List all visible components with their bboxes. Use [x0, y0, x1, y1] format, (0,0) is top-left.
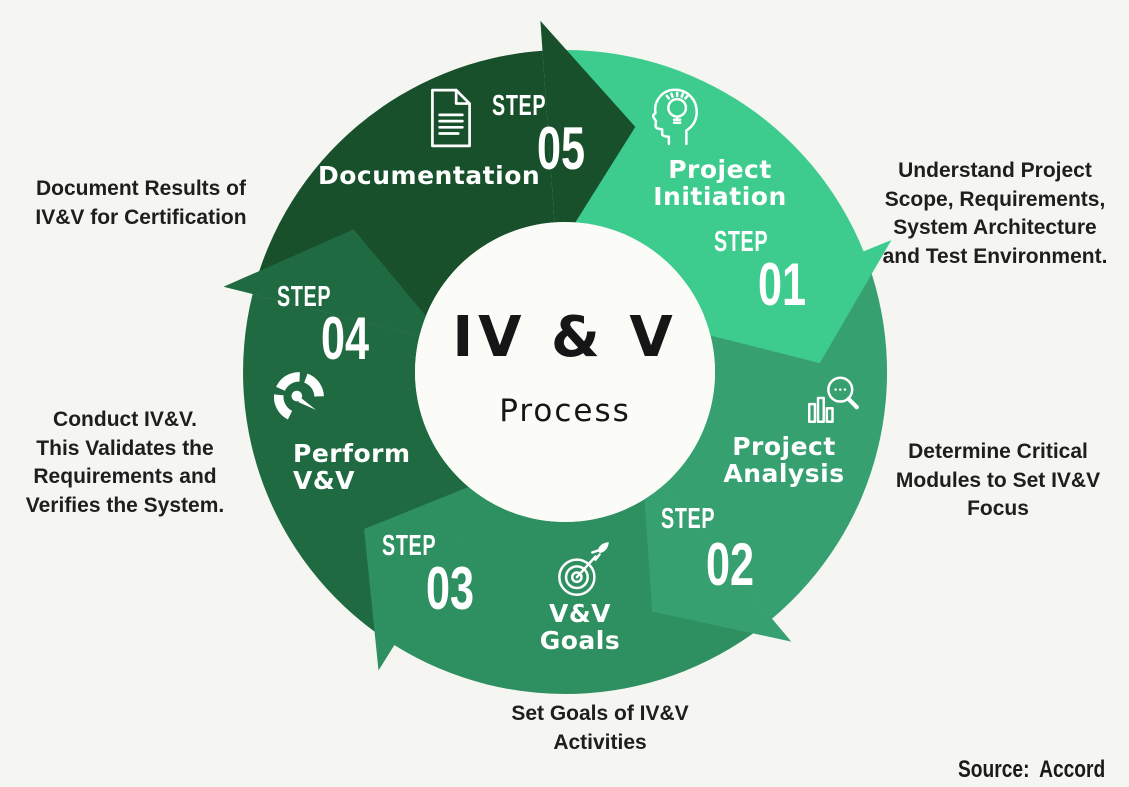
step-03-description: Set Goals of IV&V Activities [511, 702, 689, 754]
step-04-label: Perform V&V [293, 439, 411, 495]
step-02-number: 02 [706, 531, 755, 598]
source-attribution: Source: Accord [958, 756, 1105, 784]
step-05-label: Documentation [318, 161, 541, 190]
step-04-number: 04 [321, 305, 370, 372]
step-05-word: STEP [492, 90, 547, 122]
step-05-description: Document Results of IV&V for Certificati… [35, 177, 247, 229]
diagram-subtitle: Process [499, 393, 631, 429]
step-03-arrow-head [364, 473, 502, 671]
source-label: Source: [958, 756, 1030, 783]
step-03-label: V&V Goals [539, 599, 621, 655]
step-02-label: Project Analysis [723, 432, 845, 488]
step-02-arrow-head [642, 463, 792, 642]
step-01-label: Project Initiation [653, 155, 787, 211]
source-value: Accord [1039, 756, 1106, 783]
step-04-arrow-head [223, 229, 449, 343]
step-01-arrow-head [676, 240, 892, 364]
step-03-number: 03 [426, 555, 475, 622]
step-01-description: Understand Project Scope, Requirements, … [882, 159, 1108, 268]
step-02-word: STEP [661, 503, 716, 535]
step-03-word: STEP [382, 530, 437, 562]
step-01-word: STEP [714, 226, 769, 258]
center-circle [415, 222, 715, 522]
step-01-number: 01 [758, 251, 807, 318]
diagram-title: IV & V [452, 305, 678, 370]
step-04-word: STEP [277, 281, 332, 313]
step-02-description: Determine Critical Modules to Set IV&V F… [895, 440, 1101, 520]
step-05-number: 05 [537, 115, 586, 182]
step-04-description: Conduct IV&V. This Validates the Require… [25, 408, 225, 517]
step-05-arrow-head [540, 20, 636, 253]
